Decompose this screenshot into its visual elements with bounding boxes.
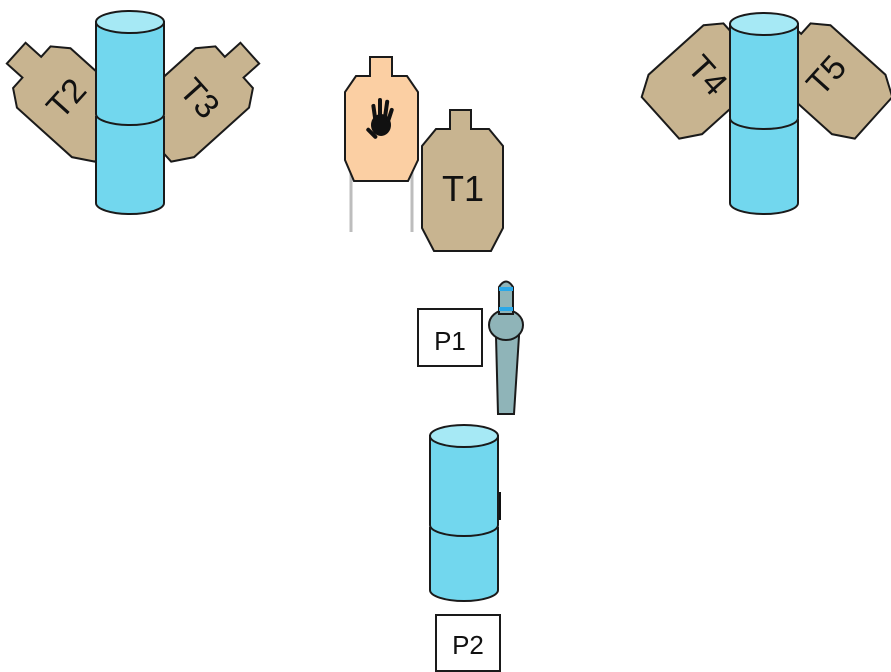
target-t1-label: T1 [442, 168, 484, 209]
position-p2-label: P2 [452, 630, 484, 660]
target-t4: T4 [632, 0, 786, 149]
target-t5: T5 [748, 0, 891, 149]
position-p1: P1 [417, 308, 483, 367]
position-p2: P2 [435, 614, 501, 672]
shooter-icon [488, 280, 524, 415]
position-p1-label: P1 [434, 326, 466, 356]
target-t2: T2 [0, 22, 142, 172]
hand-icon [366, 98, 394, 139]
target-t3: T3 [124, 22, 278, 172]
barrel-stack-left [95, 10, 165, 215]
barrel-stack-right [729, 12, 799, 215]
no-shoot-target [344, 56, 419, 232]
target-t1: T1 [421, 109, 504, 252]
barrel-stack-center [429, 424, 501, 602]
